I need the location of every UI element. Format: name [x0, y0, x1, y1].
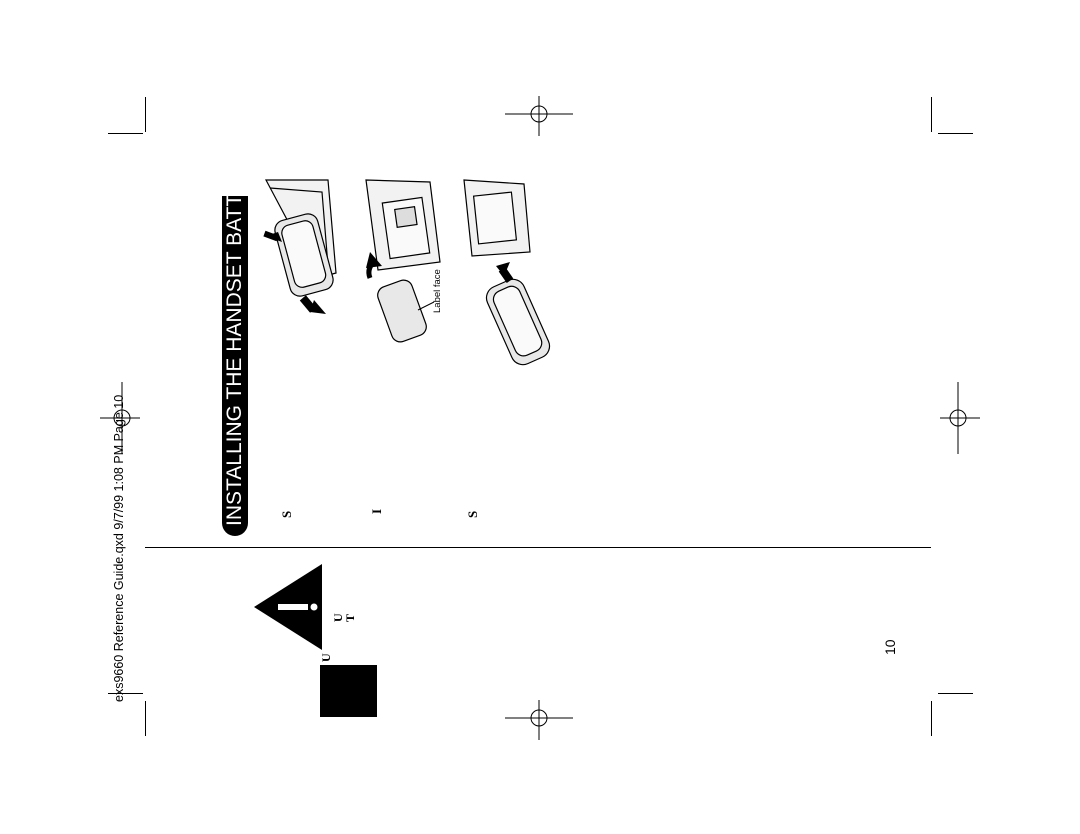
- handset-step2: [365, 179, 441, 343]
- battery-illustration: [263, 179, 551, 366]
- handset-step1: [265, 179, 337, 297]
- registration-mark-icon: [505, 700, 573, 740]
- black-tab-icon: [320, 665, 377, 717]
- label-face-caption: Label face: [432, 269, 443, 313]
- crop-mark: [145, 701, 146, 736]
- step-initial: S: [279, 510, 294, 518]
- crop-mark: [938, 133, 973, 134]
- registration-mark-icon: [940, 382, 980, 454]
- crop-mark: [931, 97, 932, 132]
- crop-mark: [931, 701, 932, 736]
- divider-rule: [145, 547, 931, 548]
- page-number: 10: [882, 639, 898, 655]
- warning-triangle-icon: [254, 564, 322, 650]
- crop-mark: [938, 693, 973, 694]
- crop-mark: [108, 693, 143, 694]
- crop-mark: [108, 133, 143, 134]
- note-initial: U: [319, 653, 333, 662]
- section-title: INSTALLING THE HANDSET BATTER: [223, 196, 246, 526]
- section-title-bar: INSTALLING THE HANDSET BATTER: [222, 196, 248, 536]
- handset-step3: [463, 179, 551, 366]
- arrow-icon: [310, 300, 326, 314]
- print-slug: exs9660 Reference Guide.qxd 9/7/99 1:08 …: [112, 394, 126, 702]
- crop-mark: [145, 97, 146, 132]
- registration-mark-icon: [505, 96, 573, 136]
- step-initial: I: [369, 508, 384, 514]
- registration-mark-icon: [100, 382, 140, 454]
- step-initial: S: [465, 510, 480, 518]
- note-initial: T: [343, 613, 357, 622]
